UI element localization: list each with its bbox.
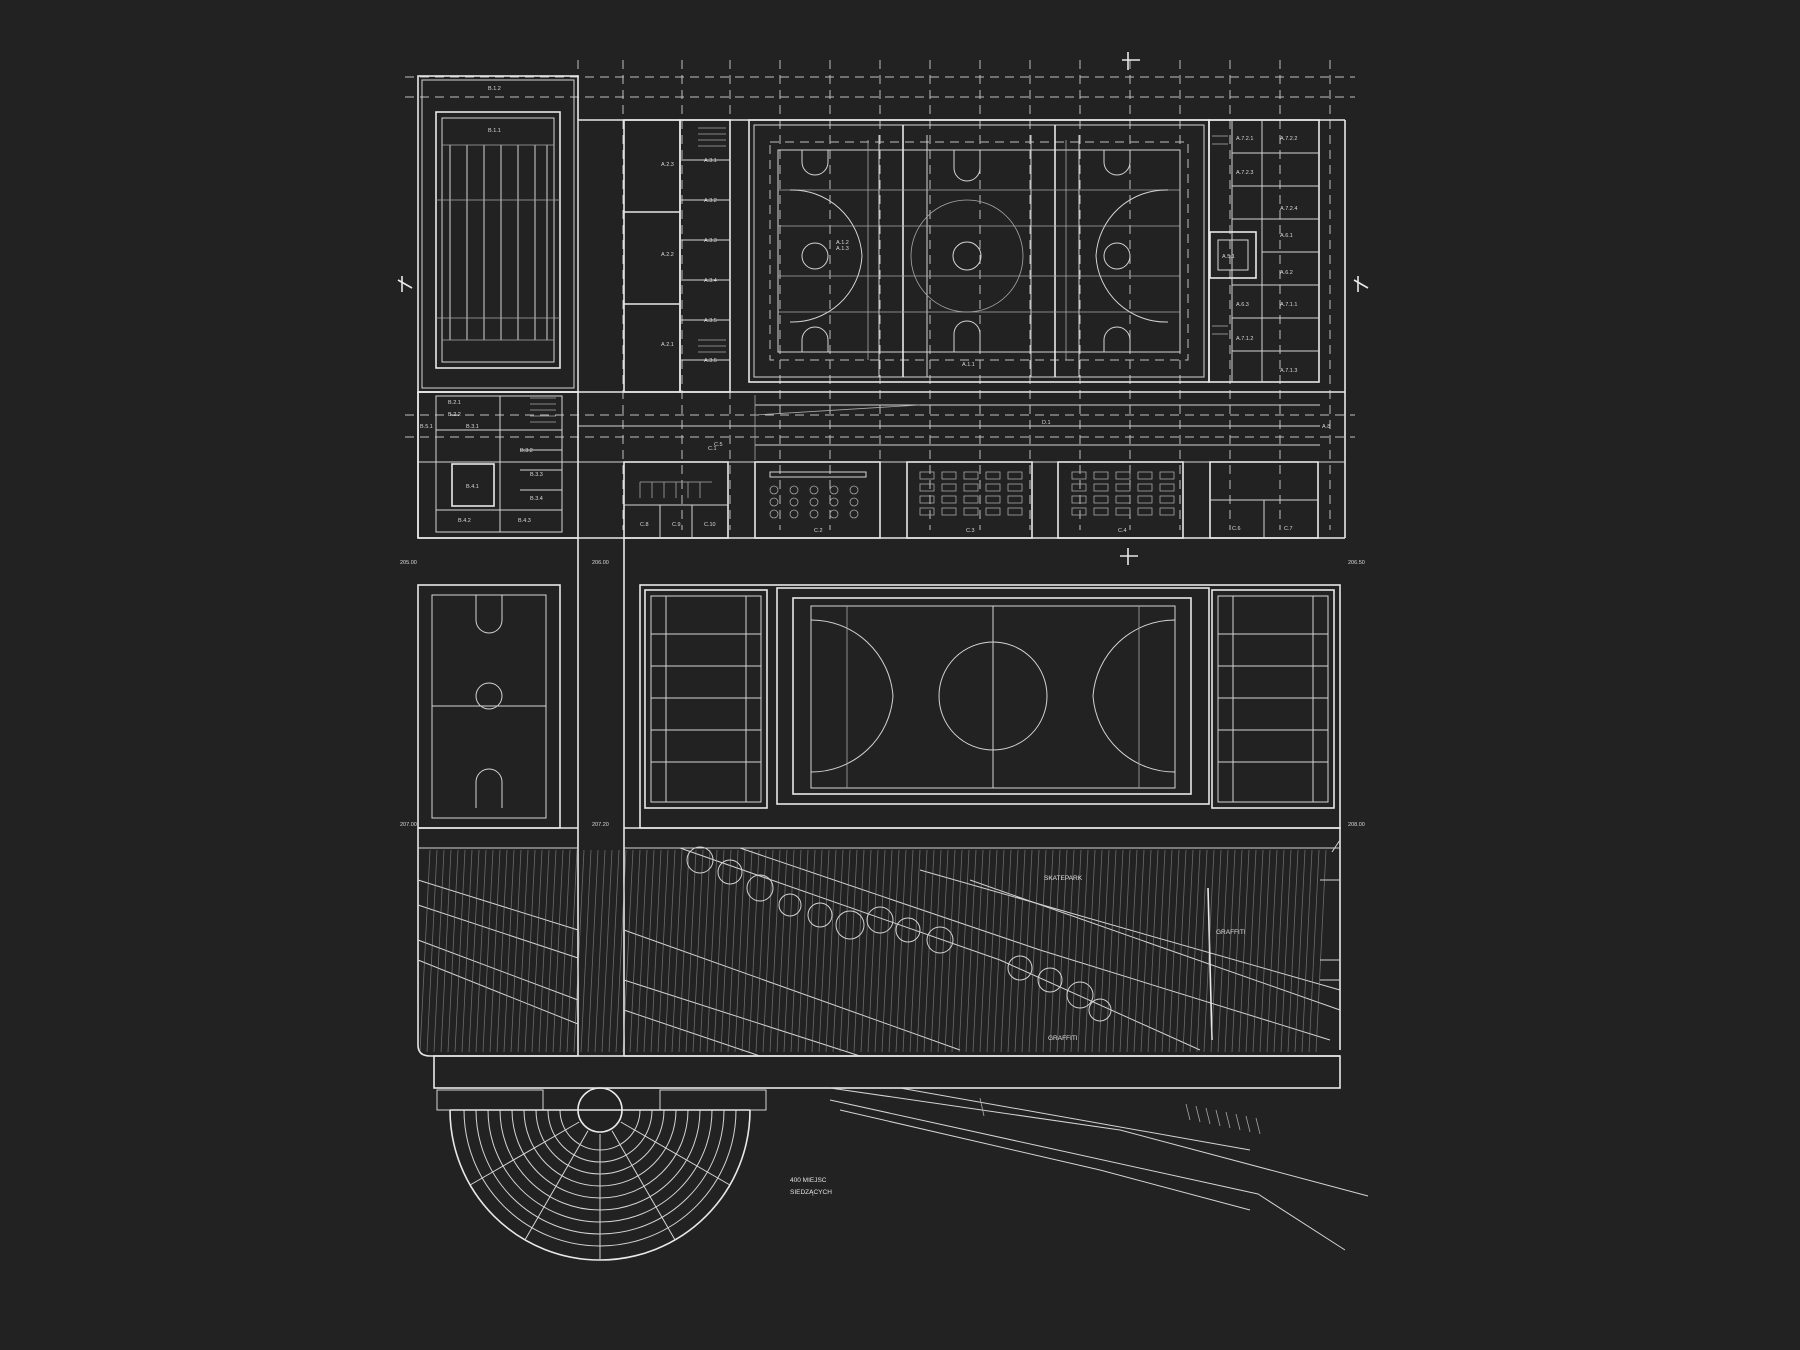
lower-room-3: C.4 [1118, 528, 1127, 534]
east-room-4: A.7.2.4 [1280, 206, 1297, 212]
east-room-8: A.7.1.1 [1280, 302, 1297, 308]
east-lower-room-2: C.7 [1284, 526, 1293, 532]
graffiti-label-1: GRAFFITI [1216, 929, 1246, 936]
elevation-mark-6: 208.00 [1348, 822, 1365, 828]
structural-grid [405, 60, 1355, 530]
lower-room-1: C.2 [814, 528, 823, 534]
elevation-mark-4: 207.00 [400, 822, 417, 828]
section-marker-top [1122, 52, 1140, 70]
amphitheatre-capacity-line-2: SIEDZĄCYCH [790, 1189, 832, 1196]
lower-rooms-row [623, 461, 1319, 539]
small-room-2: C.9 [672, 522, 681, 528]
amphitheatre [436, 1087, 767, 1261]
east-room-6: A.6.2 [1280, 270, 1293, 276]
lower-room-4: C.5 [714, 442, 723, 448]
changing-room-3: A.2.1 [661, 342, 674, 348]
west-room-1: B.2.1 [448, 400, 461, 406]
promenade-and-road [433, 1055, 1369, 1251]
skatepark-plaza [417, 827, 1341, 1057]
east-room-9: A.7.1.2 [1236, 336, 1253, 342]
hall-court-label-2: A.1.3 [836, 246, 849, 252]
east-center-label: A.5.1 [1222, 254, 1235, 260]
west-room-5: B.3.3 [530, 472, 543, 478]
skatepark-label: SKATEPARK [1044, 875, 1083, 882]
main-sports-hall [748, 119, 1210, 383]
east-room-5: A.6.1 [1280, 233, 1293, 239]
plaza-hatching [419, 849, 1327, 1053]
west-service-block [417, 391, 579, 539]
west-room-7: B.4.1 [466, 484, 479, 490]
east-room-3: A.7.2.3 [1236, 170, 1253, 176]
corridor-label-west: C.1 [708, 446, 717, 452]
restaurant-tables [769, 485, 859, 519]
section-marker-right [1353, 276, 1369, 292]
small-room-1: C.8 [640, 522, 649, 528]
main-building-outline [417, 119, 1346, 539]
section-marker-bottom [1120, 548, 1138, 565]
elevation-mark-1: 205.00 [400, 560, 417, 566]
small-room-3: C.10 [704, 522, 716, 528]
corridor-label-east: A.8 [1322, 424, 1330, 430]
west-room-8: B.4.2 [458, 518, 471, 524]
main-hall-label: A.1.1 [962, 362, 975, 368]
changing-room-2: A.2.2 [661, 252, 674, 258]
east-room-10: A.7.1.3 [1280, 368, 1297, 374]
east-room-1: A.7.2.1 [1236, 136, 1253, 142]
core-room-4: A.3.4 [704, 278, 717, 284]
west-room-4: B.3.2 [520, 448, 533, 454]
east-locker-block [1208, 119, 1320, 383]
classroom-desks [919, 471, 1175, 516]
outdoor-courts [417, 584, 1341, 829]
west-room-3: B.3.1 [466, 424, 479, 430]
elevation-mark-5: 207.20 [592, 822, 609, 828]
east-lower-room-1: C.6 [1232, 526, 1241, 532]
core-room-3: A.3.3 [704, 238, 717, 244]
changing-rooms-block [623, 119, 731, 393]
amphitheatre-capacity-line-1: 400 MIEJSC [790, 1177, 827, 1184]
swimming-pool [417, 75, 579, 393]
section-marker-left [397, 276, 413, 292]
corridor-label-mid: D.1 [1042, 420, 1051, 426]
elevation-mark-2: 206.00 [592, 560, 609, 566]
changing-room-1: A.2.3 [661, 162, 674, 168]
west-room-10: B.5.1 [420, 424, 433, 430]
west-room-6: B.3.4 [530, 496, 543, 502]
west-room-9: B.4.3 [518, 518, 531, 524]
core-room-5: A.3.5 [704, 318, 717, 324]
core-room-1: A.3.1 [704, 158, 717, 164]
east-room-7: A.6.3 [1236, 302, 1249, 308]
corridor [578, 395, 1320, 460]
core-room-6: A.3.6 [704, 358, 717, 364]
hall-court-label-1: A.1.2 [836, 240, 849, 246]
east-room-2: A.7.2.2 [1280, 136, 1297, 142]
west-room-2: B.2.2 [448, 412, 461, 418]
pool-label: B.1.1 [488, 128, 501, 134]
lower-room-2: C.3 [966, 528, 975, 534]
elevation-mark-3: 206.50 [1348, 560, 1365, 566]
core-room-2: A.3.2 [704, 198, 717, 204]
tree-cluster [686, 846, 1112, 1022]
pool-deck-label: B.1.2 [488, 86, 501, 92]
graffiti-label-2: GRAFFITI [1048, 1035, 1078, 1042]
